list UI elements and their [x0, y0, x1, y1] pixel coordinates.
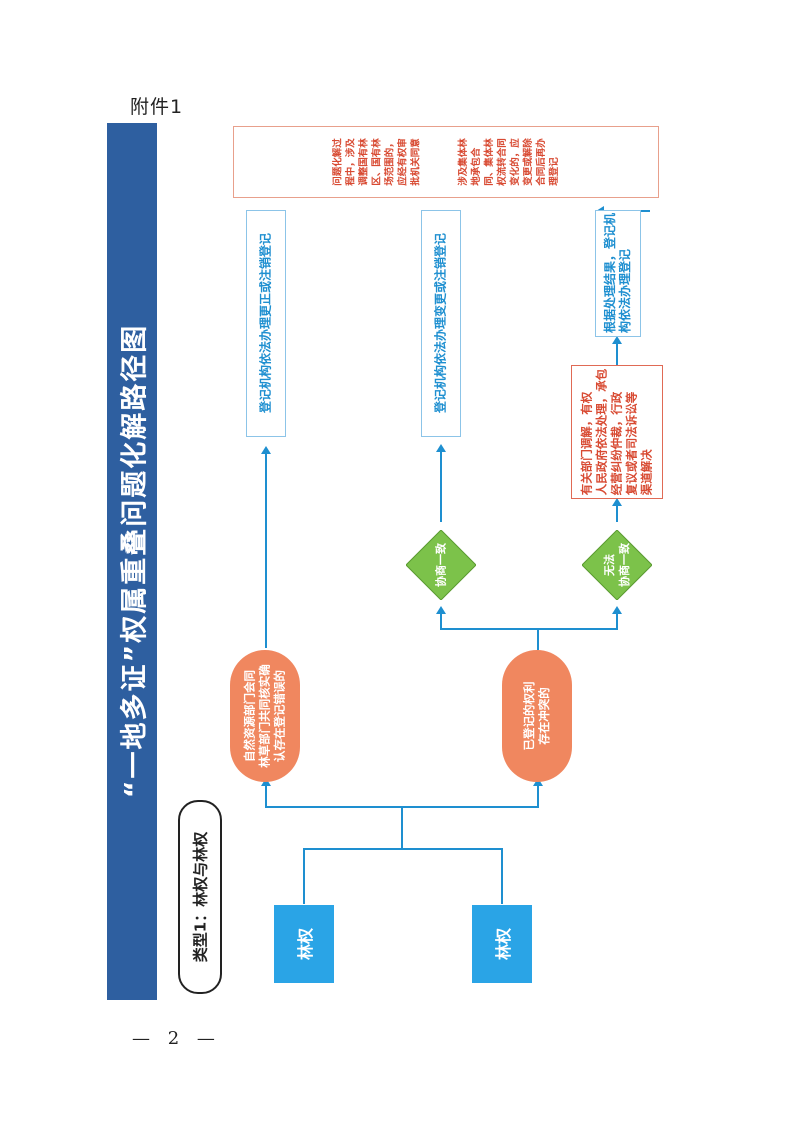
note-line: 变化的，应 [510, 138, 521, 186]
document-title: “一地多证”权属重叠问题化解路径图 [119, 323, 151, 799]
note-line: 理登记 [549, 157, 560, 186]
decision-line: 无法 [603, 554, 616, 576]
dispute-line: 复议或者司法诉讼等 [624, 391, 639, 496]
outcome-line: 构依法办理登记 [618, 248, 632, 334]
note-line: 问题化解过 [332, 138, 344, 186]
note-line: 地承包合 [471, 147, 482, 186]
dispute-line: 渠道解决 [639, 449, 654, 496]
decision-line: 协商一致 [434, 543, 448, 587]
title-banner: “一地多证”权属重叠问题化解路径图 [107, 123, 157, 1000]
note-box: 问题化解过 程中，涉及 调整国有林 区、国有林 场范围的， 应经有权审 批机关同… [233, 126, 659, 198]
outcome-change-box: 登记机构依法办理变更或注销登记 [421, 210, 461, 437]
forest-right-label-1: 林权 [296, 927, 315, 961]
note-line: 变更或解除 [523, 138, 534, 186]
attachment-label: 附件1 [130, 96, 184, 118]
condition-rights-conflict: 已登记的权利 存在冲突的 [502, 650, 572, 782]
note-line: 合同后再办 [536, 138, 547, 186]
page-number: — 2 — [132, 1028, 221, 1049]
outcome-line: 登记机构依法办理更正或注销登记 [258, 232, 273, 414]
outcome-correction-box: 登记机构依法办理更正或注销登记 [246, 210, 286, 437]
outcome-result-box: 根据处理结果，登记机 构依法办理登记 [595, 210, 641, 337]
dispute-resolution-box: 有关部门调解，有权 人民政府依法处理，承包 经营纠纷仲裁，行政 复议或者司法诉讼… [571, 365, 663, 499]
condition-line: 认存在登记错误的 [272, 670, 287, 762]
type-label: 类型1：林权与林权 [191, 831, 210, 963]
dispute-line: 有关部门调解，有权 [579, 391, 594, 496]
forest-right-label-2: 林权 [494, 927, 513, 961]
type-label-box: 类型1：林权与林权 [178, 800, 222, 994]
condition-line: 存在冲突的 [537, 687, 551, 745]
outcome-line: 登记机构依法办理变更或注销登记 [433, 232, 448, 414]
note-line: 区、国有林 [371, 138, 383, 186]
note-line: 应经有权审 [397, 138, 409, 186]
note-line: 批机关同意 [410, 138, 422, 186]
decision-line: 协商一致 [618, 543, 631, 587]
note-line: 调整国有林 [358, 138, 370, 186]
condition-registration-error: 自然资源部门会同 林草部门共同核实确 认存在登记错误的 [230, 650, 300, 782]
note-line: 同、集体林 [484, 138, 495, 186]
dispute-line: 人民政府依法处理，承包 [594, 368, 609, 496]
note-line: 权流转合同 [497, 138, 508, 186]
condition-line: 自然资源部门会同 [242, 670, 257, 762]
outcome-line: 根据处理结果，登记机 [603, 212, 617, 334]
forest-right-node-2: 林权 [472, 905, 532, 983]
decision-agreement: 协商一致 [406, 530, 476, 600]
decision-no-agreement: 无法 协商一致 [582, 530, 652, 600]
condition-line: 林草部门共同核实确 [257, 664, 272, 768]
forest-right-node-1: 林权 [274, 905, 334, 983]
condition-line: 已登记的权利 [522, 681, 536, 751]
note-line: 涉及集体林 [458, 138, 469, 186]
note-line: 程中，涉及 [345, 138, 357, 186]
dispute-line: 经营纠纷仲裁，行政 [609, 391, 624, 496]
note-line: 场范围的， [384, 138, 396, 186]
